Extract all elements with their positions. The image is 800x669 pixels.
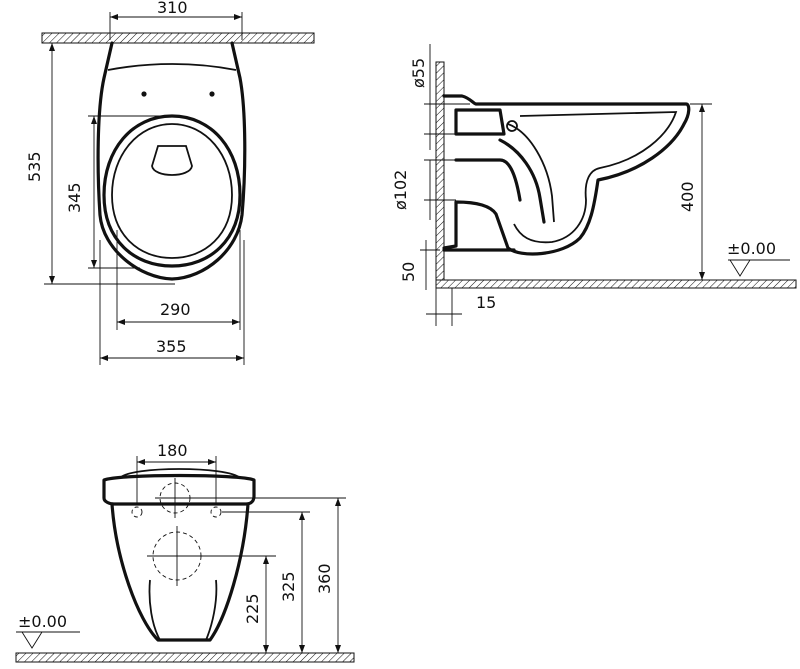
bowl-inner-right xyxy=(205,579,218,641)
dim-400: 400 xyxy=(678,181,697,212)
fixing-bolt xyxy=(506,120,518,132)
rim-outline xyxy=(102,473,256,506)
flush-outlet xyxy=(151,145,193,176)
bolt-hole-right xyxy=(209,91,215,97)
dim-225: 225 xyxy=(243,593,262,624)
floor-hatch-side xyxy=(435,279,797,289)
dim-dia102: ø102 xyxy=(391,170,410,210)
rim-line xyxy=(107,63,237,71)
dim-290: 290 xyxy=(160,300,191,319)
bolt-hole-left xyxy=(141,91,147,97)
lid-top xyxy=(119,468,241,479)
dim-355: 355 xyxy=(156,337,187,356)
side-view: ø55 ø102 50 15 400 ±0.00 xyxy=(391,44,797,326)
bowl-inner-left xyxy=(148,579,161,641)
floor-hatch-front xyxy=(15,652,355,663)
dim-360: 360 xyxy=(315,563,334,594)
dim-50: 50 xyxy=(399,262,418,282)
dim-325: 325 xyxy=(279,571,298,602)
dim-345: 345 xyxy=(65,182,84,213)
bolt-left-hidden xyxy=(131,506,143,518)
bolt-right-hidden xyxy=(210,506,222,518)
dim-15: 15 xyxy=(476,293,496,312)
bowl-inner xyxy=(513,111,678,244)
floor-level-front: ±0.00 xyxy=(18,612,67,631)
dim-535: 535 xyxy=(25,151,44,182)
opening-outline xyxy=(111,123,233,259)
bowl-body xyxy=(110,502,250,642)
wall-hatch-top xyxy=(41,32,315,44)
toilet-profile xyxy=(442,94,691,256)
dim-180: 180 xyxy=(157,441,188,460)
trap-inner xyxy=(507,123,555,223)
trap-path xyxy=(498,138,546,224)
floor-level-side: ±0.00 xyxy=(727,239,776,258)
outlet-pipe xyxy=(454,158,522,202)
dim-dia55: ø55 xyxy=(409,58,428,88)
front-view: 180 225 325 360 ±0.00 xyxy=(15,441,355,663)
dim-310: 310 xyxy=(157,0,188,17)
inlet-block xyxy=(454,108,506,136)
bowl-outline xyxy=(96,41,247,281)
top-view: 310 535 345 290 355 xyxy=(25,0,315,365)
seat-outline xyxy=(102,114,242,268)
